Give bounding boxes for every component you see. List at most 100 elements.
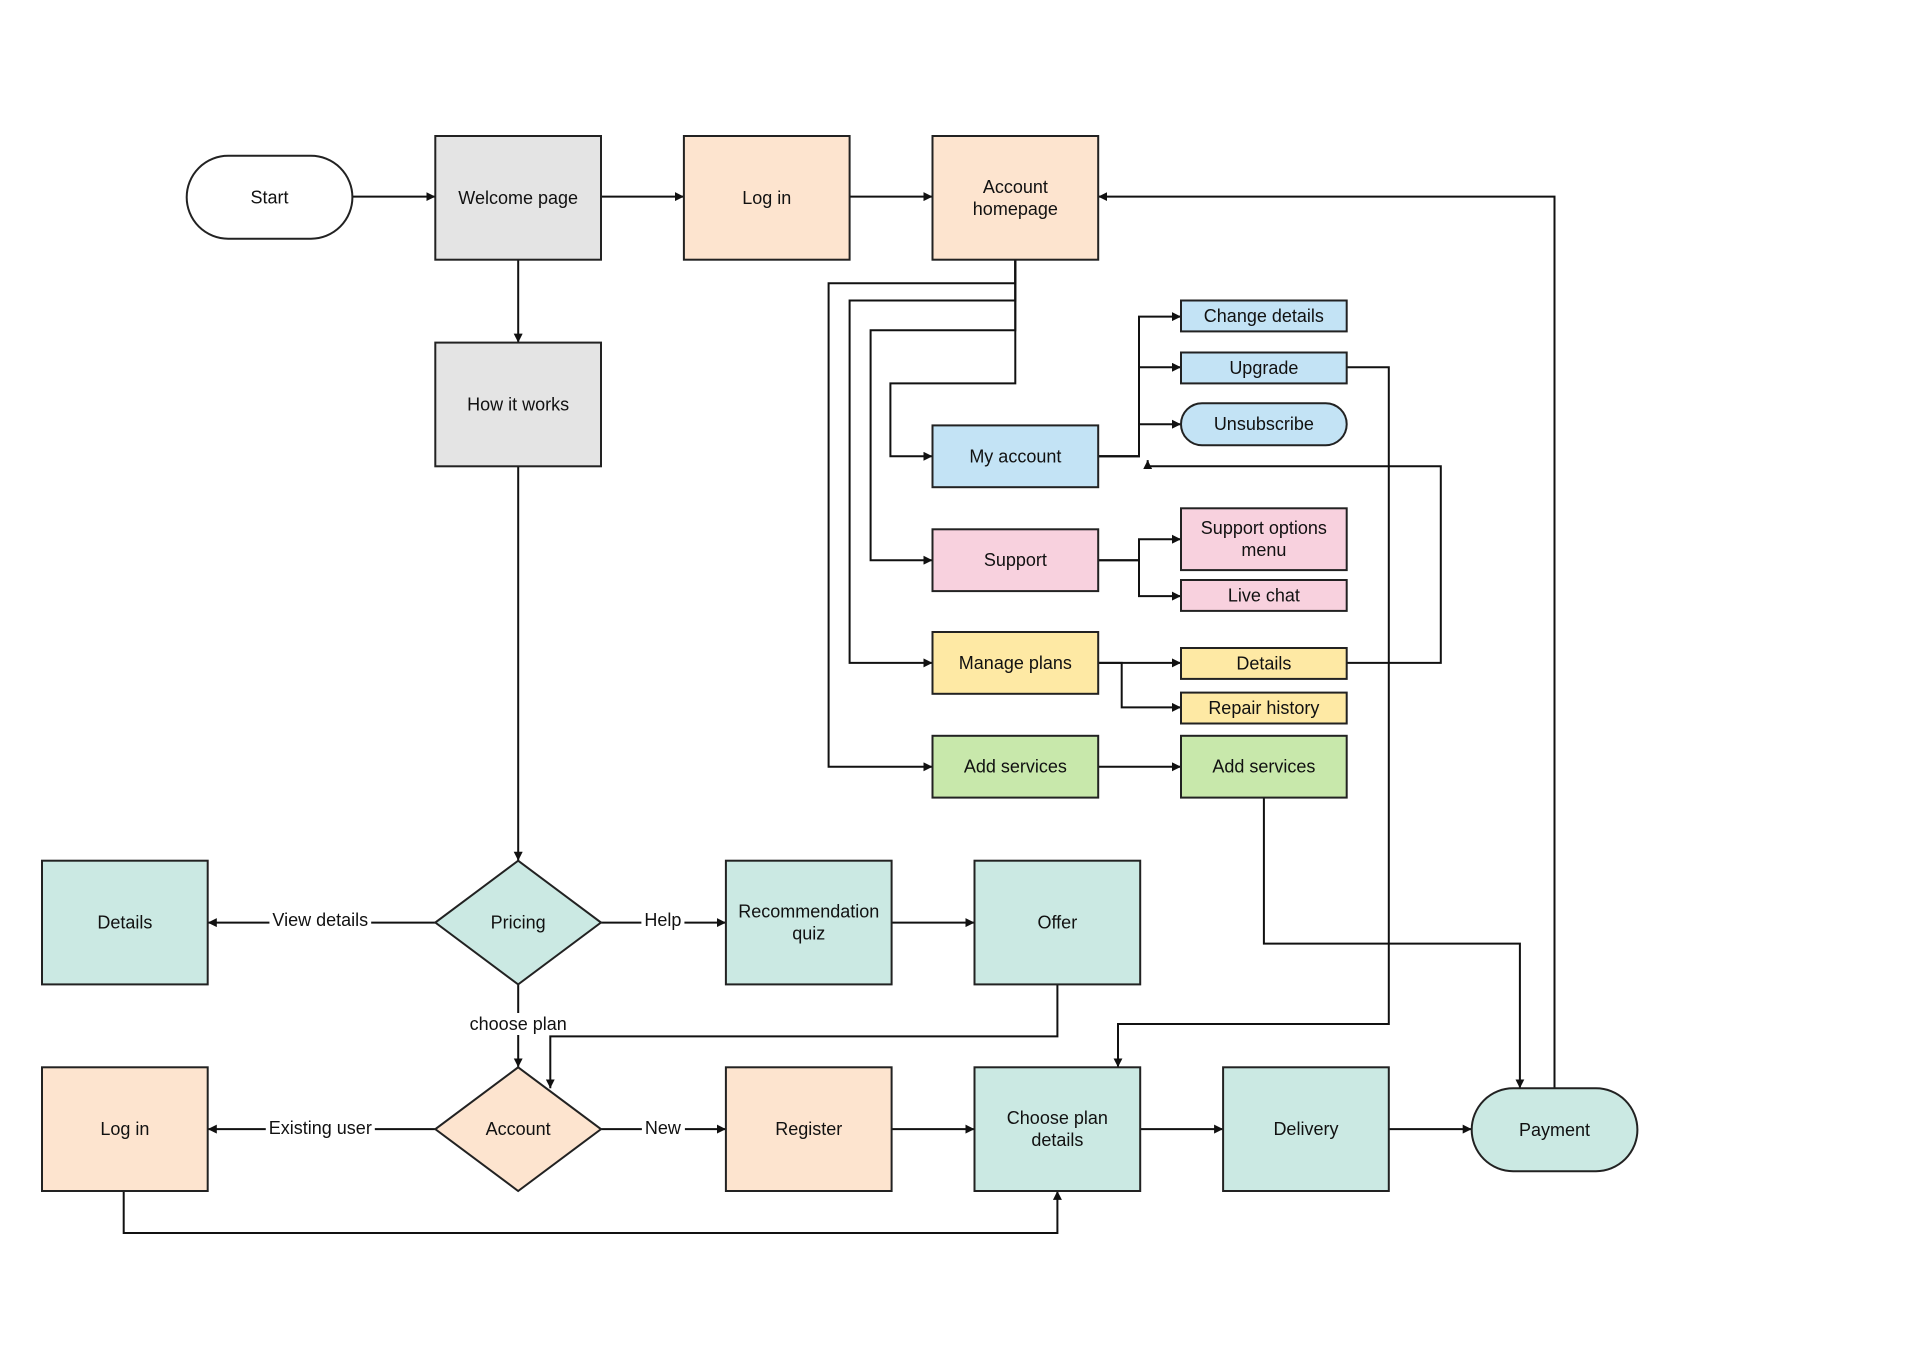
- quiz-label: Recommendation: [738, 902, 879, 922]
- edges-layer: [122, 192, 1556, 1234]
- node-account[interactable]: Account: [433, 1066, 603, 1193]
- edge-label-background: [466, 1013, 570, 1035]
- account-decision-shape: [433, 1066, 603, 1193]
- edge-label: Help: [641, 909, 685, 932]
- account-home-label: Account: [983, 177, 1048, 197]
- register-label: Register: [775, 1119, 842, 1139]
- upgrade-process-shape: [1180, 351, 1348, 385]
- how-process-shape: [434, 341, 602, 468]
- node-upgrade[interactable]: Upgrade: [1180, 351, 1348, 385]
- unsubscribe-label: Unsubscribe: [1214, 414, 1314, 434]
- edge-label-background: [641, 909, 685, 932]
- edge-offer-to-account: [545, 984, 1059, 1089]
- login-bottom-process-shape: [41, 1066, 209, 1193]
- account-home-label: homepage: [973, 199, 1058, 219]
- edge-label-text: View details: [272, 910, 368, 930]
- quiz-label: quiz: [792, 924, 825, 944]
- edge-label: View details: [269, 909, 372, 932]
- edge-support-to-support-menu: [1098, 534, 1181, 562]
- node-repair-history[interactable]: Repair history: [1180, 691, 1348, 725]
- delivery-process-shape: [1222, 1066, 1390, 1193]
- welcome-process-shape: [434, 135, 602, 261]
- edge-label: New: [641, 1116, 685, 1139]
- node-pricing[interactable]: Pricing: [433, 859, 603, 986]
- plan-details-label: Details: [1236, 653, 1291, 673]
- node-payment[interactable]: Payment: [1470, 1087, 1639, 1173]
- edge-manage-plans-to-repair-history: [1098, 661, 1181, 712]
- node-add-services-1[interactable]: Add services: [931, 734, 1100, 799]
- my-account-label: My account: [969, 446, 1061, 466]
- edge-label: Existing user: [265, 1116, 375, 1139]
- edge-my-account-to-unsubscribe: [1098, 419, 1181, 458]
- node-support[interactable]: Support: [931, 528, 1100, 593]
- offer-label: Offer: [1038, 913, 1078, 933]
- node-manage-plans[interactable]: Manage plans: [931, 631, 1100, 695]
- manage-plans-label: Manage plans: [959, 653, 1072, 673]
- offer-process-shape: [973, 859, 1142, 986]
- repair-history-label: Repair history: [1208, 698, 1319, 718]
- edge-label: choose plan: [466, 1013, 570, 1035]
- edge-login-bottom-to-choose-plan: [122, 1190, 1062, 1234]
- edge-label-text: New: [645, 1118, 682, 1138]
- add-services-2-process-shape: [1180, 734, 1348, 799]
- node-add-services-2[interactable]: Add services: [1180, 734, 1348, 799]
- node-how[interactable]: How it works: [434, 341, 602, 468]
- quiz-process-shape: [724, 859, 893, 986]
- support-menu-label: Support options: [1201, 518, 1327, 538]
- node-login-bottom[interactable]: Log in: [41, 1066, 209, 1193]
- live-chat-label: Live chat: [1228, 585, 1300, 605]
- edge-account-home-to-my-account: [889, 259, 1017, 461]
- support-menu-label: menu: [1241, 540, 1286, 560]
- edge-account-home-to-add-services-1: [827, 259, 1017, 772]
- manage-plans-process-shape: [931, 631, 1100, 695]
- node-unsubscribe[interactable]: Unsubscribe: [1180, 402, 1348, 447]
- repair-history-process-shape: [1180, 691, 1348, 725]
- edge-account-home-to-manage-plans: [848, 259, 1017, 668]
- node-plan-details[interactable]: Details: [1180, 647, 1348, 680]
- delivery-label: Delivery: [1273, 1119, 1338, 1139]
- node-login-top[interactable]: Log in: [682, 135, 851, 261]
- edge-payment-to-account-home: [1098, 192, 1556, 1089]
- edge-label-text: choose plan: [470, 1014, 567, 1034]
- edge-add-services-2-to-payment: [1262, 797, 1525, 1089]
- add-services-1-process-shape: [931, 734, 1100, 799]
- account-home-process-shape: [931, 135, 1100, 261]
- edge-plan-details-to-my-account: [1143, 460, 1442, 664]
- account-label: Account: [486, 1119, 551, 1139]
- node-register[interactable]: Register: [724, 1066, 893, 1193]
- add-services-1-label: Add services: [964, 757, 1067, 777]
- live-chat-process-shape: [1180, 579, 1348, 612]
- node-details-left[interactable]: Details: [41, 859, 209, 986]
- unsubscribe-terminator-shape: [1180, 402, 1348, 447]
- node-delivery[interactable]: Delivery: [1222, 1066, 1390, 1193]
- edge-support-to-live-chat: [1098, 559, 1181, 601]
- change-details-label: Change details: [1204, 306, 1324, 326]
- details-left-process-shape: [41, 859, 209, 986]
- support-menu-process-shape: [1180, 507, 1348, 572]
- login-top-label: Log in: [742, 188, 791, 208]
- pricing-decision-shape: [433, 859, 603, 986]
- change-details-process-shape: [1180, 299, 1348, 333]
- node-live-chat[interactable]: Live chat: [1180, 579, 1348, 612]
- edge-account-home-to-support: [869, 259, 1017, 565]
- node-welcome[interactable]: Welcome page: [434, 135, 602, 261]
- node-offer[interactable]: Offer: [973, 859, 1142, 986]
- how-label: How it works: [467, 394, 569, 414]
- node-change-details[interactable]: Change details: [1180, 299, 1348, 333]
- start-terminator-shape: [185, 154, 354, 240]
- support-process-shape: [931, 528, 1100, 593]
- node-my-account[interactable]: My account: [931, 424, 1100, 489]
- edge-label-text: Existing user: [269, 1118, 372, 1138]
- payment-terminator-shape: [1470, 1087, 1639, 1173]
- edge-label-background: [641, 1116, 685, 1139]
- node-start[interactable]: Start: [185, 154, 354, 240]
- choose-plan-label: Choose plan: [1007, 1108, 1108, 1128]
- welcome-label: Welcome page: [458, 188, 578, 208]
- register-process-shape: [724, 1066, 893, 1193]
